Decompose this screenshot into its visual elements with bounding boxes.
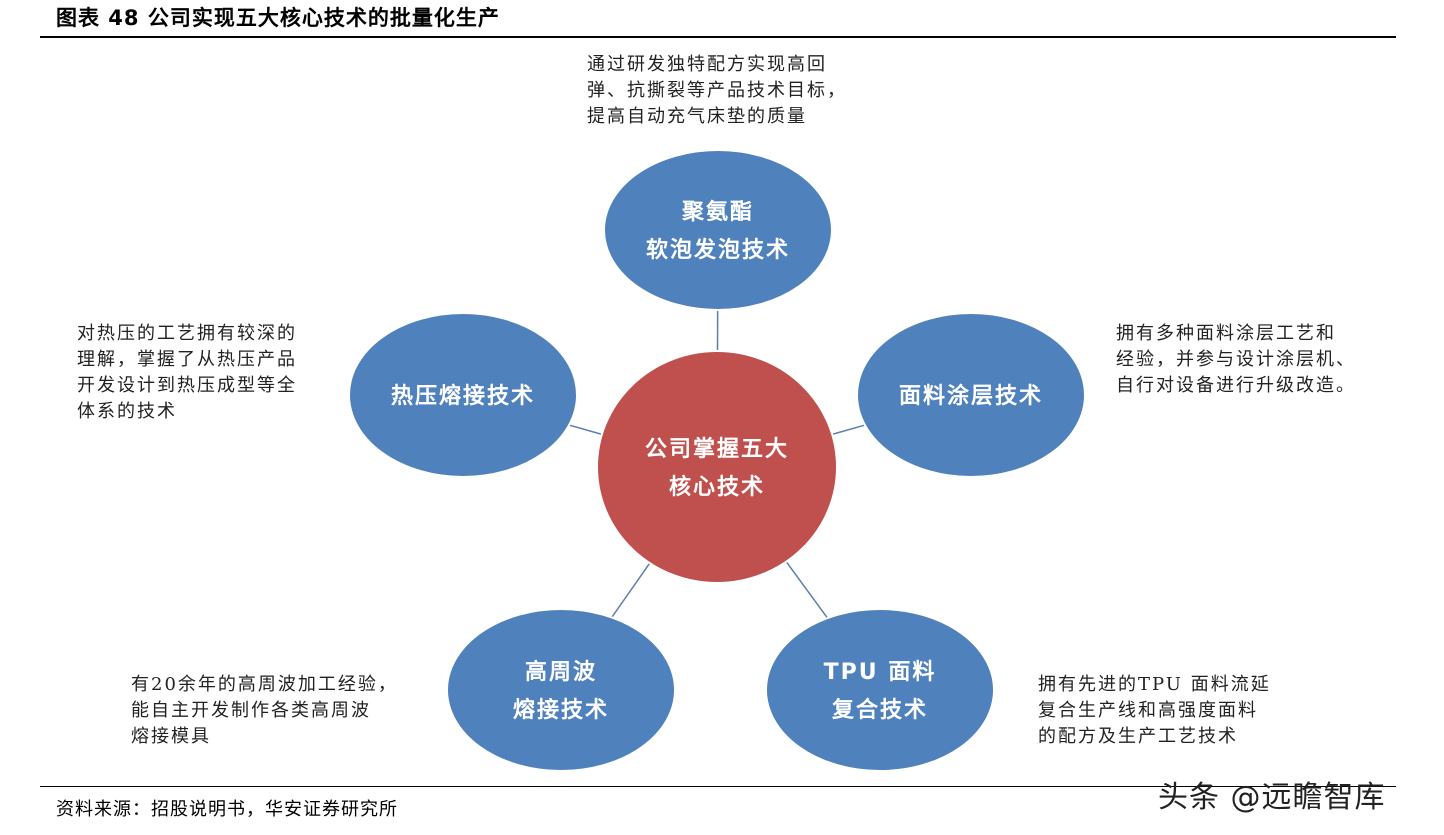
annotation-line: 拥有多种面料涂层工艺和: [1116, 323, 1336, 344]
connector-left: [568, 424, 603, 436]
annotation-line: 理解，掌握了从热压产品: [77, 349, 297, 370]
annotation-line: 弹、抗撕裂等产品技术目标，: [587, 80, 847, 101]
annotation-bottom-left: 有20余年的高周波加工经验， 能自主开发制作各类高周波 熔接模具: [131, 672, 398, 750]
node-label-right: 面料涂层技术: [899, 383, 1043, 409]
node-label-bottom-left: 高周波: [525, 659, 597, 685]
annotation-line: 的配方及生产工艺技术: [1038, 726, 1238, 747]
node-label-left: 热压熔接技术: [391, 383, 535, 409]
annotation-top: 通过研发独特配方实现高回 弹、抗撕裂等产品技术目标， 提高自动充气床垫的质量: [587, 52, 847, 130]
top-rule: [40, 36, 1396, 38]
watermark: 头条 @远瞻智库: [1158, 780, 1386, 815]
annotation-line: 开发设计到热压成型等全: [77, 375, 297, 396]
annotation-line: 自行对设备进行升级改造。: [1116, 375, 1356, 396]
node-label-bottom-left: 熔接技术: [513, 697, 609, 723]
node-label-bottom-right: 复合技术: [831, 697, 928, 723]
annotation-line: 熔接模具: [131, 726, 211, 747]
annotation-line: 提高自动充气床垫的质量: [587, 106, 807, 127]
node-label-top: 软泡发泡技术: [646, 237, 790, 263]
annotation-line: 体系的技术: [77, 401, 177, 422]
annotation-line: 通过研发独特配方实现高回: [587, 54, 827, 75]
node-label-bottom-right: TPU 面料: [824, 660, 937, 685]
annotation-line: 有20余年的高周波加工经验，: [131, 674, 398, 695]
figure-title: 图表 48 公司实现五大核心技术的批量化生产: [56, 6, 500, 30]
annotation-line: 经验，并参与设计涂层机、: [1116, 349, 1356, 370]
connector-bottom-right: [785, 561, 829, 619]
connector-right: [831, 424, 866, 436]
node-right: [856, 312, 1086, 478]
node-bottom-right: [765, 608, 995, 772]
annotation-line: 拥有先进的TPU 面料流延: [1038, 674, 1271, 695]
annotation-right: 拥有多种面料涂层工艺和 经验，并参与设计涂层机、 自行对设备进行升级改造。: [1116, 321, 1356, 399]
center-node: [596, 350, 838, 584]
annotation-line: 能自主开发制作各类高周波: [131, 700, 371, 721]
center-node-label: 公司掌握五大: [645, 437, 789, 462]
node-left: [348, 312, 578, 478]
annotation-left: 对热压的工艺拥有较深的 理解，掌握了从热压产品 开发设计到热压成型等全 体系的技…: [77, 321, 297, 425]
node-top: [603, 149, 833, 311]
annotation-line: 对热压的工艺拥有较深的: [77, 323, 297, 344]
annotation-line: 复合生产线和高强度面料: [1038, 700, 1258, 721]
annotation-bottom-right: 拥有先进的TPU 面料流延 复合生产线和高强度面料 的配方及生产工艺技术: [1038, 672, 1271, 750]
source-note: 资料来源：招股说明书，华安证券研究所: [56, 799, 398, 820]
center-node-label: 核心技术: [669, 474, 765, 500]
connector-bottom-left: [611, 562, 651, 618]
node-bottom-left: [446, 608, 676, 772]
node-label-top: 聚氨酯: [681, 199, 754, 225]
bottom-rule: [40, 786, 1396, 787]
connectors: [568, 309, 866, 619]
